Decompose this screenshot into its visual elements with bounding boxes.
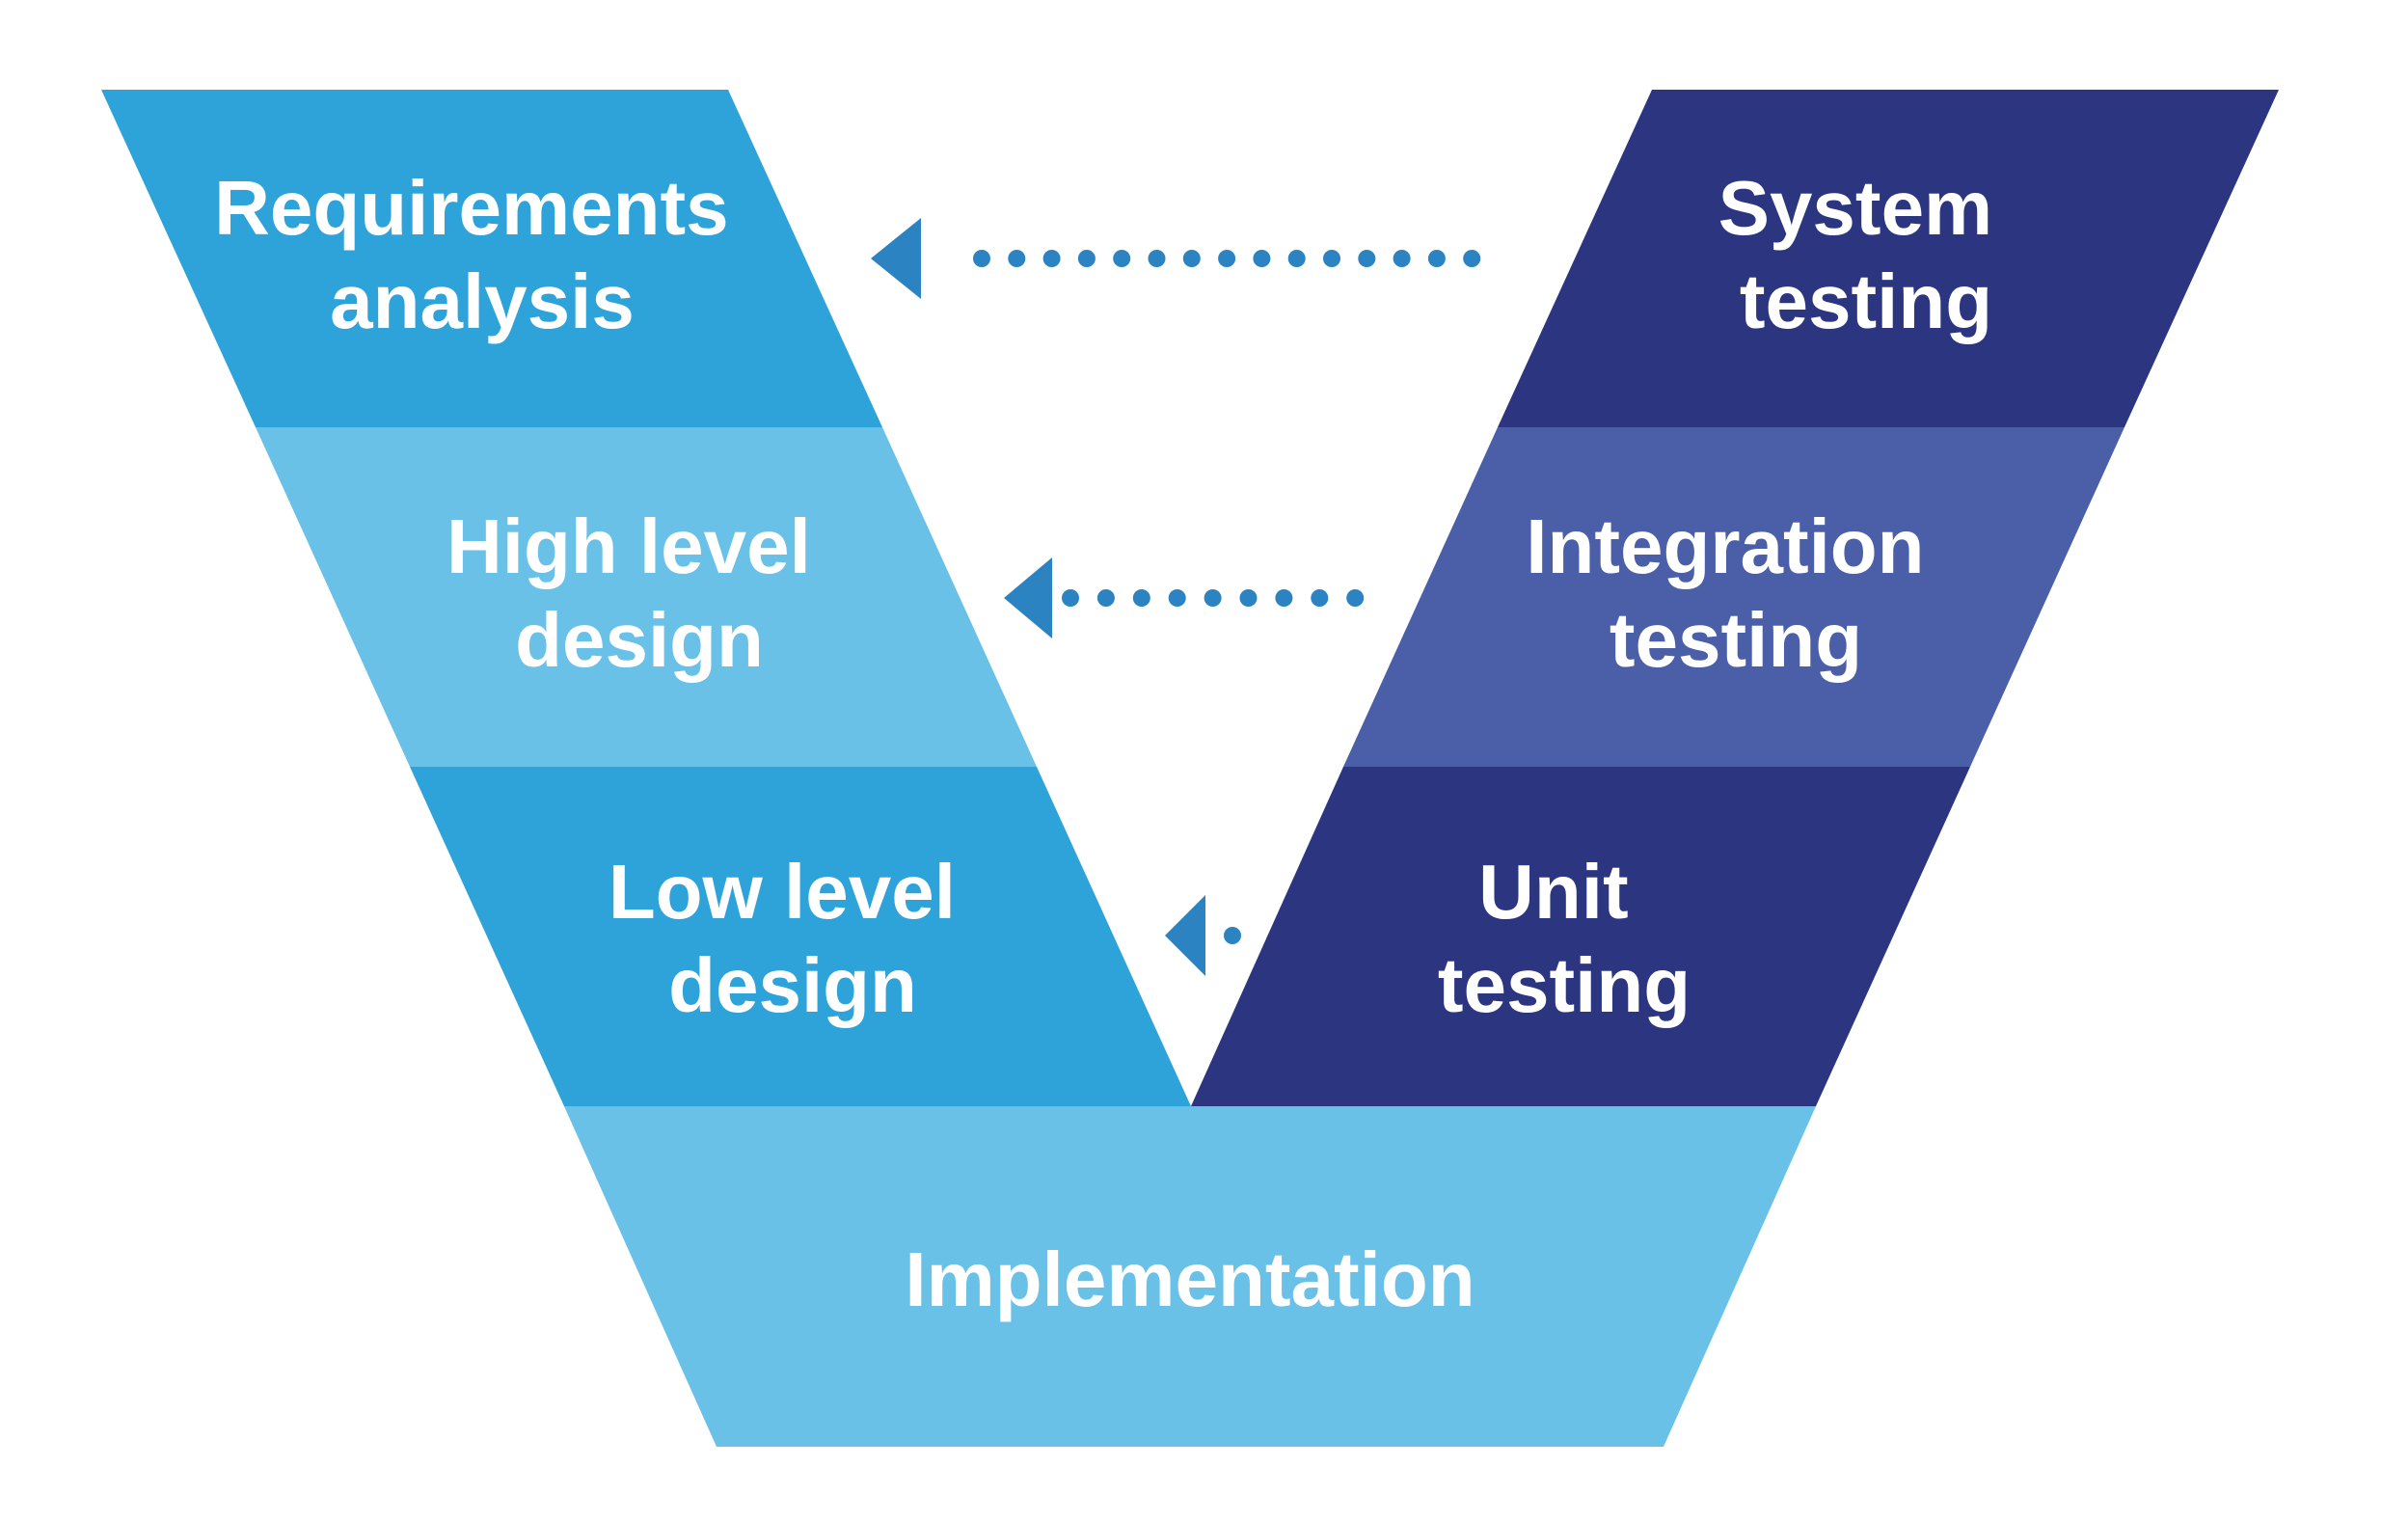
high-level-design-label: High level design — [446, 503, 832, 683]
arrow-dot — [1358, 250, 1376, 267]
arrow-dot — [1393, 250, 1411, 267]
arrow-dot — [1311, 589, 1329, 607]
system-testing-band — [1498, 90, 2279, 427]
high-level-design-band — [256, 427, 1037, 767]
dotted-line — [973, 250, 1481, 267]
arrow-dot — [1218, 250, 1236, 267]
arrow-dot — [1463, 250, 1481, 267]
arrow-integration-to-high-level — [1004, 557, 1365, 638]
arrow-dot — [1132, 589, 1150, 607]
arrowhead-left-icon — [871, 218, 921, 299]
requirements-analysis-band — [101, 90, 882, 427]
arrowhead-left-icon — [1004, 557, 1052, 638]
arrow-dot — [1275, 589, 1293, 607]
arrow-dot — [973, 250, 990, 267]
dotted-line — [1224, 927, 1241, 944]
system-testing-label: System testing — [1718, 165, 2015, 344]
arrow-dot — [1323, 250, 1340, 267]
implementation-band — [564, 1106, 1816, 1447]
arrow-dot — [1204, 589, 1222, 607]
arrow-dot — [1096, 589, 1115, 607]
dotted-line — [1062, 589, 1365, 607]
integration-testing-band — [1343, 427, 2124, 767]
arrow-dot — [1287, 250, 1306, 267]
arrow-dot — [1062, 589, 1079, 607]
arrow-dot — [1182, 250, 1201, 267]
arrowhead-left-icon — [1165, 895, 1205, 976]
unit-testing-label: Unit testing — [1438, 849, 1691, 1028]
arrow-dot — [1346, 589, 1365, 607]
low-level-design-label: Low level design — [609, 849, 977, 1028]
arrow-dot — [1077, 250, 1096, 267]
arrow-dot — [1253, 250, 1271, 267]
arrow-dot — [1008, 250, 1026, 267]
implementation-label: Implementation — [905, 1236, 1475, 1322]
integration-testing-label: Integration testing — [1526, 503, 1946, 683]
arrow-dot — [1042, 250, 1061, 267]
arrow-dot — [1224, 927, 1241, 944]
requirements-analysis-label: Requirements analysis — [214, 165, 750, 344]
low-level-design-band — [410, 767, 1191, 1106]
arrow-dot — [1113, 250, 1131, 267]
arrow-system-to-requirements — [871, 218, 1481, 299]
arrow-unit-to-low-level — [1165, 895, 1241, 976]
arrow-dot — [1148, 250, 1166, 267]
arrow-dot — [1427, 250, 1446, 267]
arrow-dot — [1168, 589, 1186, 607]
unit-testing-band — [1191, 767, 1970, 1106]
arrow-dot — [1239, 589, 1258, 607]
